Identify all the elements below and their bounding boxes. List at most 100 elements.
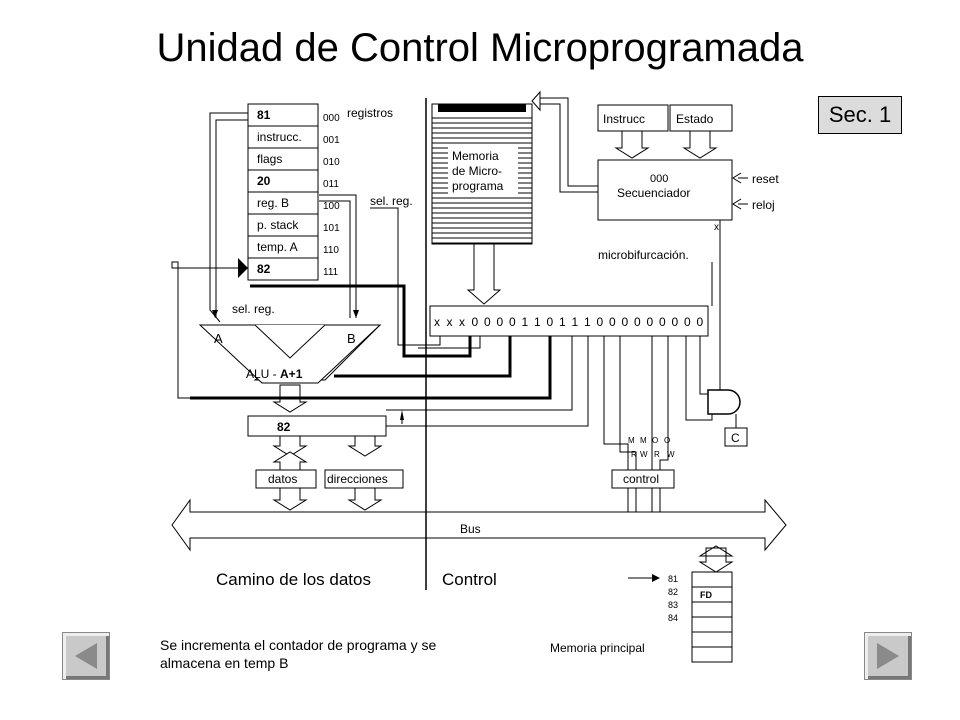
register-address: 001 (323, 135, 340, 146)
microinstruction-bit: 1 (559, 315, 566, 329)
microinstruction-bit: 0 (547, 315, 554, 329)
register-address: 110 (323, 245, 339, 256)
sequencer: Instrucc Estado 000 Secuenciador reset r… (597, 104, 779, 233)
ow-bot-label: W (667, 450, 675, 459)
register-value: 81 (257, 108, 271, 122)
or-top-label: O (652, 436, 658, 445)
microinstruction-bit: 1 (572, 315, 579, 329)
sequencer-label: Secuenciador (617, 186, 690, 200)
alu-b-label: B (347, 331, 356, 346)
register-value: reg. B (257, 196, 289, 210)
camino-label: Camino de los datos (216, 570, 371, 589)
memory-address: 81 (668, 574, 678, 584)
microinstruction-bit: 0 (484, 315, 491, 329)
system-bus: Bus (171, 498, 787, 552)
registers-label: registros (347, 106, 393, 120)
register-address: 010 (323, 157, 340, 168)
memory-address: 82 (668, 587, 678, 597)
register-file: registros 81 000 instrucc. 001 flags 010 20 011… (247, 103, 393, 281)
alu-output-register (247, 415, 387, 437)
register-address: 101 (323, 223, 340, 234)
microbifurcacion-label: microbifurcación. (598, 248, 689, 262)
and-gate (707, 389, 741, 415)
memory-cell (691, 601, 733, 618)
register-row (247, 257, 319, 281)
microinstruction-bit: x (434, 315, 440, 329)
register-value: instrucc. (257, 130, 302, 144)
instrucc-input-label: Instrucc (603, 112, 645, 126)
svg-text:ALU - A+1: ALU - A+1 (246, 367, 303, 381)
memory-cell-value: FD (700, 590, 712, 600)
section-badge: Sec. 1 (818, 96, 902, 134)
memory-cell (691, 616, 733, 633)
microinstruction-bit: 0 (647, 315, 654, 329)
left-arrow-icon (75, 643, 97, 669)
mr-top-label: M (628, 436, 635, 445)
control-label: control (623, 472, 659, 486)
microinstruction-bit: 0 (509, 315, 516, 329)
condition-label: C (731, 431, 740, 445)
memory-address: 83 (668, 600, 678, 610)
sel-reg-left-label: sel. reg. (232, 302, 275, 316)
register-address: 000 (323, 113, 340, 124)
estado-input-label: Estado (676, 112, 714, 126)
microprogram-memory-line1: Memoria (452, 149, 499, 163)
page-title: Unidad de Control Microprogramada (156, 26, 804, 70)
memory-cell (691, 631, 733, 648)
microinstruction-bit: 0 (472, 315, 479, 329)
x-mark: x (714, 222, 719, 233)
alu-output-value: 82 (277, 420, 291, 434)
alu: A B ALU - A+1 (198, 324, 382, 384)
microprogram-memory-line2: de Micro- (452, 164, 502, 178)
alu-op: A+1 (280, 367, 303, 381)
main-memory-label: Memoria principal (550, 641, 645, 655)
main-memory: FD 81 82 83 84 (628, 545, 734, 663)
microprogram-memory: Memoria de Micro- programa (431, 103, 533, 245)
datos-label: datos (268, 472, 297, 486)
microinstruction-bit: 1 (584, 315, 591, 329)
microinstruction-bit: 0 (659, 315, 666, 329)
mr-bot-label: R (631, 450, 637, 459)
microinstruction-bit: 0 (622, 315, 629, 329)
bus-label: Bus (460, 522, 481, 536)
register-value: flags (257, 152, 282, 166)
microinstruction-bit: x (447, 315, 453, 329)
microinstruction-bit: 0 (609, 315, 616, 329)
microinstruction-bit: 0 (672, 315, 679, 329)
microinstruction-bit: 0 (684, 315, 691, 329)
control-buffer (611, 469, 675, 489)
microinstruction-bit: 0 (597, 315, 604, 329)
ow-top-label: O (664, 436, 670, 445)
register-value: 20 (257, 174, 271, 188)
microinstruction-bit: 1 (522, 315, 529, 329)
register-value: temp. A (257, 240, 298, 254)
previous-slide-button[interactable] (62, 632, 110, 680)
slide-caption: Se incrementa el contador de programa y … (160, 637, 437, 671)
microinstruction-bit: 1 (534, 315, 541, 329)
memory-cell (691, 571, 733, 588)
control-side-label: Control (442, 570, 497, 589)
next-slide-button[interactable] (864, 632, 912, 680)
register-address: 100 (323, 201, 340, 212)
register-value: p. stack (257, 218, 299, 232)
mw-top-label: M (640, 436, 647, 445)
register-address: 111 (323, 267, 339, 278)
sel-reg-right-label: sel. reg. (370, 194, 413, 208)
reset-label: reset (752, 172, 779, 186)
right-arrow-icon (877, 643, 899, 669)
memory-cell (691, 646, 733, 663)
mw-bot-label: W (640, 450, 648, 459)
reloj-label: reloj (752, 198, 775, 212)
alu-op-prefix: ALU - (246, 367, 280, 381)
memory-cell (691, 586, 733, 603)
sequencer-value: 000 (650, 173, 668, 185)
microinstruction-bit: 0 (497, 315, 504, 329)
memory-address: 84 (668, 613, 678, 623)
microprogram-memory-line3: programa (452, 179, 504, 193)
direcciones-label: direcciones (327, 472, 388, 486)
register-address: 011 (323, 179, 339, 190)
microinstruction-bit: 0 (697, 315, 704, 329)
alu-a-label: A (214, 331, 223, 346)
